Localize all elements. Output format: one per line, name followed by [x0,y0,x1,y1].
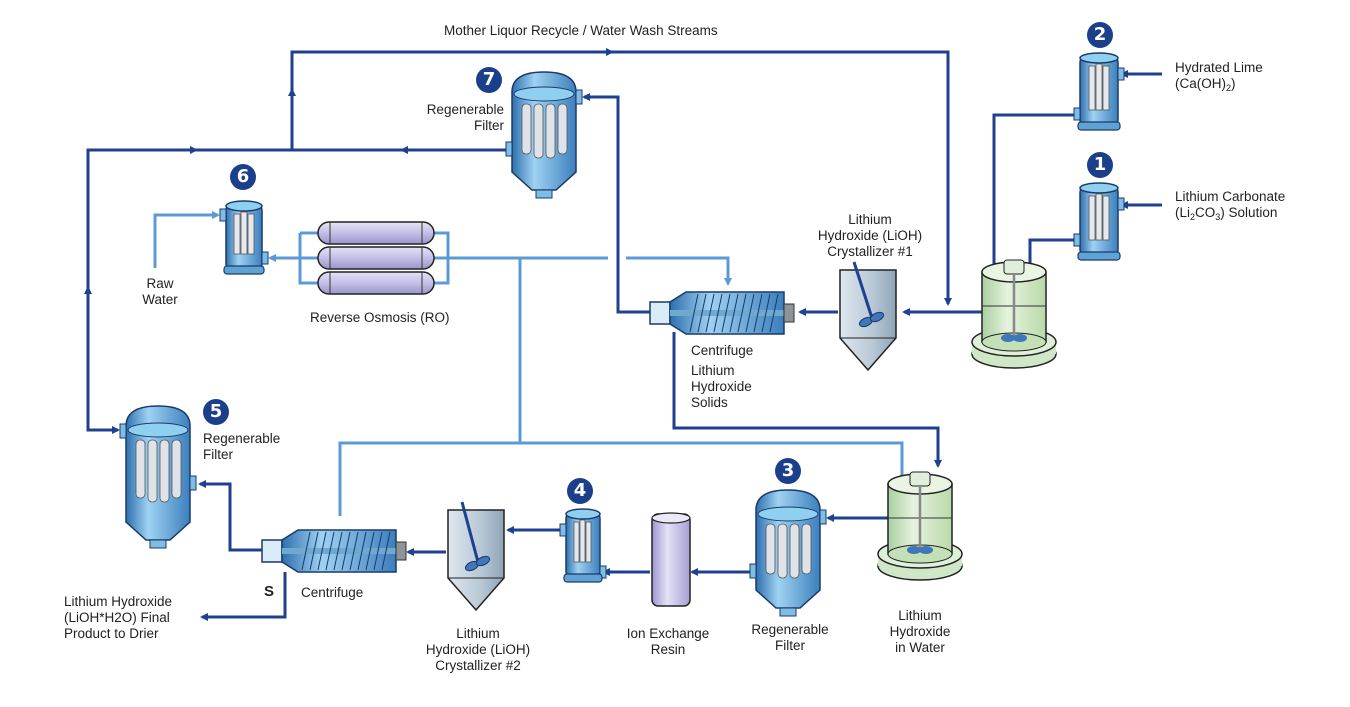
solids-to-dissolver [672,332,942,468]
step-badge-6: 6 [230,164,256,190]
crystallizer-2[interactable] [447,501,505,612]
lioh-solids-label: Lithium Hydroxide Solids [691,363,752,410]
raw-water-stream [153,211,220,268]
step-badge-1: 1 [1087,152,1113,178]
dissolver-tank[interactable] [877,471,963,581]
main-streams [84,48,1162,621]
filter-2[interactable] [1073,52,1125,131]
step-badge-2: 2 [1087,22,1113,48]
centrifuge2-to-filter5 [198,480,262,552]
ion-exchange-column[interactable] [651,512,691,607]
regenerable-filter-3[interactable] [749,489,827,617]
filter-1[interactable] [1073,182,1125,261]
final-product-stream [200,572,287,621]
step-badge-7: 7 [476,67,502,93]
step-badge-4: 4 [567,478,593,504]
centrifuge1-to-filter7 [582,93,650,314]
water-streams [153,211,906,516]
crystallizer1-label: Lithium Hydroxide (LiOH) Crystallizer #1 [817,212,923,259]
ro-label: Reverse Osmosis (RO) [310,310,450,325]
recycle-stream-top [290,50,952,306]
recycle-stream-label: Mother Liquor Recycle / Water Wash Strea… [444,23,718,38]
dissolver-label: Lithium Hydroxide in Water [889,608,951,655]
water-to-centrifuge2 [338,441,906,516]
separation-s-label: S [264,583,275,600]
regenerable-filter-5[interactable] [119,405,197,549]
lime-input-label: Hydrated Lime (Ca(OH)2) [1175,60,1263,93]
step-badge-3: 3 [775,458,801,484]
centrifuge-2[interactable] [261,529,407,573]
filter-6[interactable] [219,200,269,275]
centrifuge2-label: Centrifuge [301,585,364,600]
filter3-label: Regenerable Filter [751,622,829,653]
regenerable-filter-7[interactable] [505,71,583,199]
centrifuge-1[interactable] [649,291,795,335]
reactor-mixing-tank[interactable] [971,259,1057,369]
step-badge-5: 5 [203,399,229,425]
filter-4[interactable] [559,508,607,583]
filter2-to-reactor [990,113,1078,274]
raw-water-label: Raw Water [142,276,178,307]
ion-exchange-label: Ion Exchange Resin [626,626,710,657]
final-product-label: Lithium Hydroxide (LiOH*H2O) Final Produ… [64,594,173,641]
filter5-label: Regenerable Filter [203,431,281,462]
centrifuge1-label: Centrifuge [691,343,754,358]
crystallizer2-label: Lithium Hydroxide (LiOH) Crystallizer #2 [425,626,531,673]
filter7-label: Regenerable Filter [426,102,504,133]
reverse-osmosis-unit[interactable] [317,221,435,295]
crystallizer-1[interactable] [839,261,897,372]
filter1-to-reactor [1026,238,1078,274]
carbonate-input-label: Lithium Carbonate (Li2CO3) Solution [1175,189,1286,222]
